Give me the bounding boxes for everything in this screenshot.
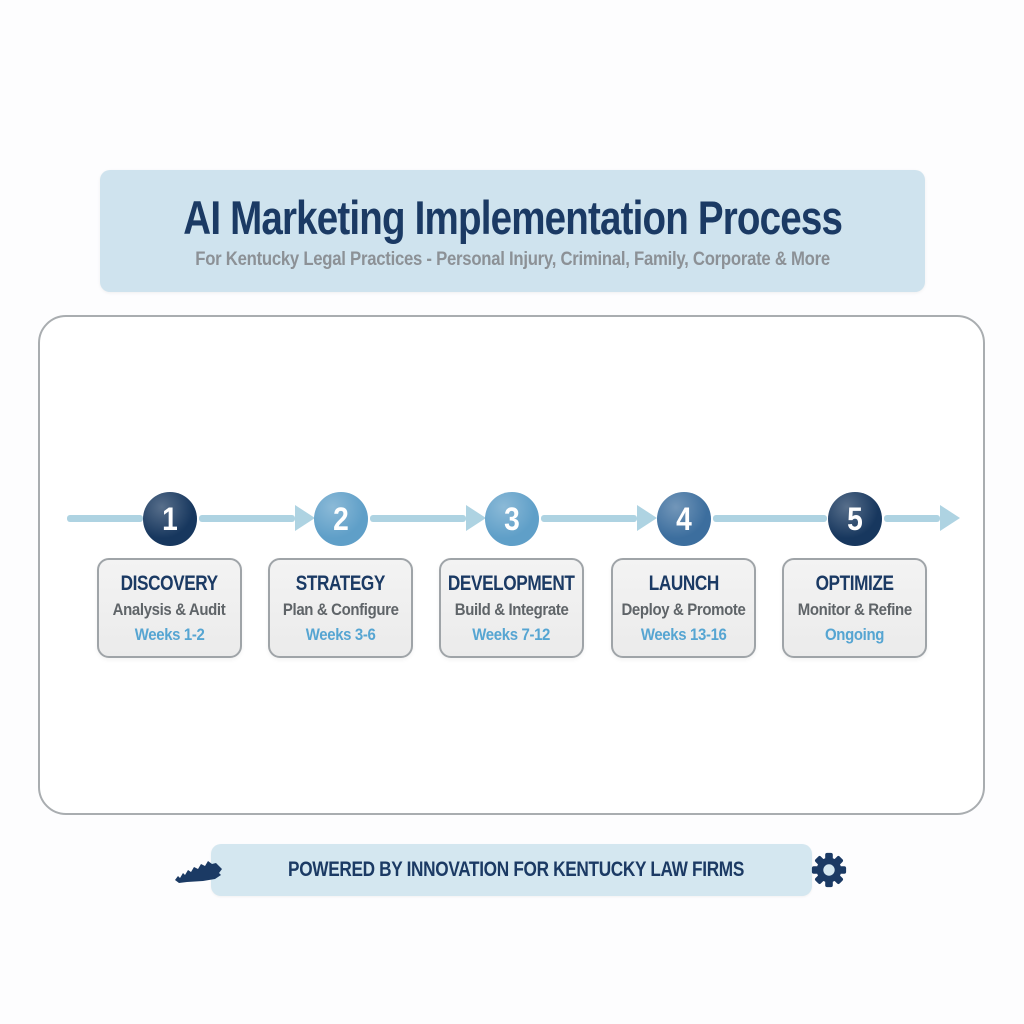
timeline-segment-end: [884, 515, 940, 522]
step-circle-5: 5: [828, 492, 882, 546]
step-circle-2: 2: [314, 492, 368, 546]
step-card-launch: LAUNCH Deploy & Promote Weeks 13-16: [611, 558, 756, 658]
step-number-2: 2: [333, 501, 349, 537]
arrow-right-icon: [466, 505, 486, 531]
timeline-segment-start: [67, 515, 143, 522]
step-duration: Ongoing: [824, 624, 885, 644]
step-subtitle: Analysis & Audit: [113, 600, 226, 619]
step-number-5: 5: [847, 501, 863, 537]
step-title: STRATEGY: [295, 571, 386, 595]
step-number-1: 1: [162, 501, 178, 537]
gear-icon: [810, 851, 848, 889]
step-circle-4: 4: [657, 492, 711, 546]
page-title: AI Marketing Implementation Process: [183, 190, 843, 244]
step-title: LAUNCH: [648, 571, 719, 595]
step-duration: Weeks 7-12: [472, 624, 551, 644]
footer-banner: POWERED BY INNOVATION FOR KENTUCKY LAW F…: [175, 844, 846, 896]
step-card-development: DEVELOPMENT Build & Integrate Weeks 7-12: [439, 558, 584, 658]
step-title: DEVELOPMENT: [448, 571, 575, 595]
step-title: DISCOVERY: [120, 571, 219, 595]
step-duration: Weeks 13-16: [640, 624, 727, 644]
timeline-segment-2: [370, 515, 466, 522]
header-banner: AI Marketing Implementation Process For …: [100, 170, 925, 292]
step-subtitle: Monitor & Refine: [797, 600, 912, 619]
step-subtitle: Plan & Configure: [282, 600, 399, 619]
step-card-discovery: DISCOVERY Analysis & Audit Weeks 1-2: [97, 558, 242, 658]
arrow-right-icon: [295, 505, 315, 531]
step-card-optimize: OPTIMIZE Monitor & Refine Ongoing: [782, 558, 927, 658]
arrow-right-icon: [637, 505, 657, 531]
step-title: OPTIMIZE: [815, 571, 894, 595]
page-subtitle: For Kentucky Legal Practices - Personal …: [195, 248, 830, 270]
step-circle-1: 1: [143, 492, 197, 546]
step-duration: Weeks 1-2: [134, 624, 205, 644]
footer-text: POWERED BY INNOVATION FOR KENTUCKY LAW F…: [288, 858, 745, 881]
step-subtitle: Deploy & Promote: [621, 600, 746, 619]
timeline-segment-4: [713, 515, 827, 522]
step-subtitle: Build & Integrate: [454, 600, 569, 619]
step-number-4: 4: [676, 501, 692, 537]
timeline-segment-1: [199, 515, 295, 522]
arrow-right-icon: [940, 505, 960, 531]
step-number-3: 3: [504, 501, 520, 537]
step-card-strategy: STRATEGY Plan & Configure Weeks 3-6: [268, 558, 413, 658]
step-circle-3: 3: [485, 492, 539, 546]
timeline-segment-3: [541, 515, 637, 522]
step-duration: Weeks 3-6: [305, 624, 376, 644]
kentucky-state-icon: [175, 856, 223, 884]
